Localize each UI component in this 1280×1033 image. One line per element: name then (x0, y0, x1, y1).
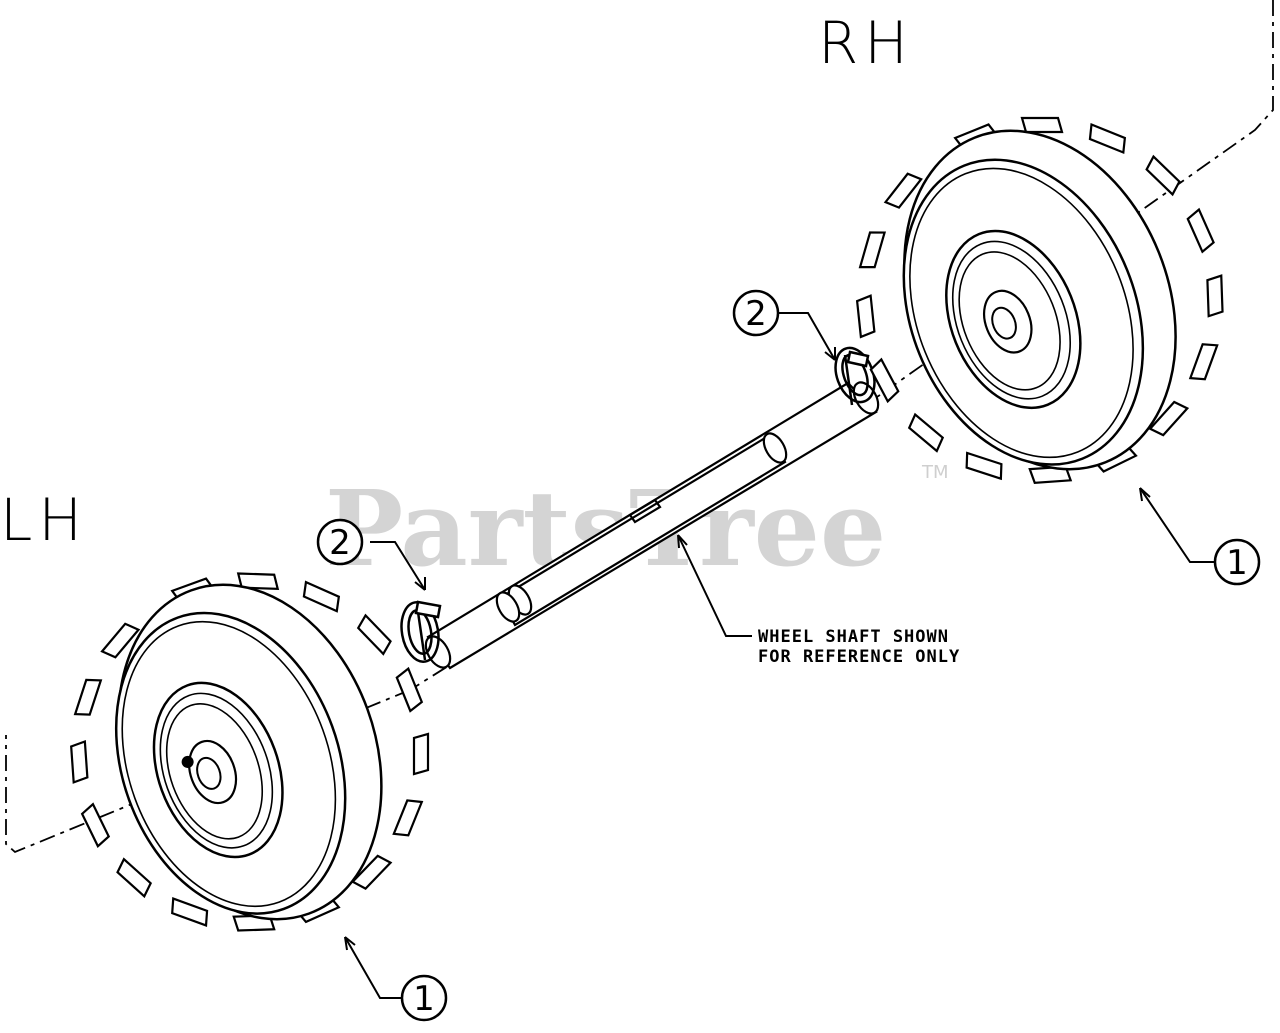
wheel-tire-rh (855, 116, 1224, 485)
leader-lines (344, 312, 1215, 999)
callout-number: 1 (413, 979, 435, 1019)
note-line-1: WHEEL SHAFT SHOWN (758, 627, 949, 647)
note-line-2: FOR REFERENCE ONLY (758, 647, 960, 667)
hairpin-clip-lh (400, 600, 442, 663)
watermark-trademark: TM (921, 462, 949, 483)
callout-wheel-lh: 1 (400, 974, 448, 1022)
callout-pin-rh: 2 (732, 289, 780, 337)
lh-label: LH (0, 486, 88, 554)
callout-number: 2 (329, 523, 351, 563)
wheel-shaft (424, 381, 880, 670)
callout-pin-lh: 2 (316, 518, 364, 566)
wheel-tire-lh (69, 572, 430, 932)
callout-number: 2 (745, 294, 767, 334)
callout-wheel-rh: 1 (1213, 538, 1261, 586)
rh-label: RH (818, 9, 914, 77)
callout-number: 1 (1226, 543, 1248, 583)
reference-note: WHEEL SHAFT SHOWN FOR REFERENCE ONLY (758, 627, 960, 667)
